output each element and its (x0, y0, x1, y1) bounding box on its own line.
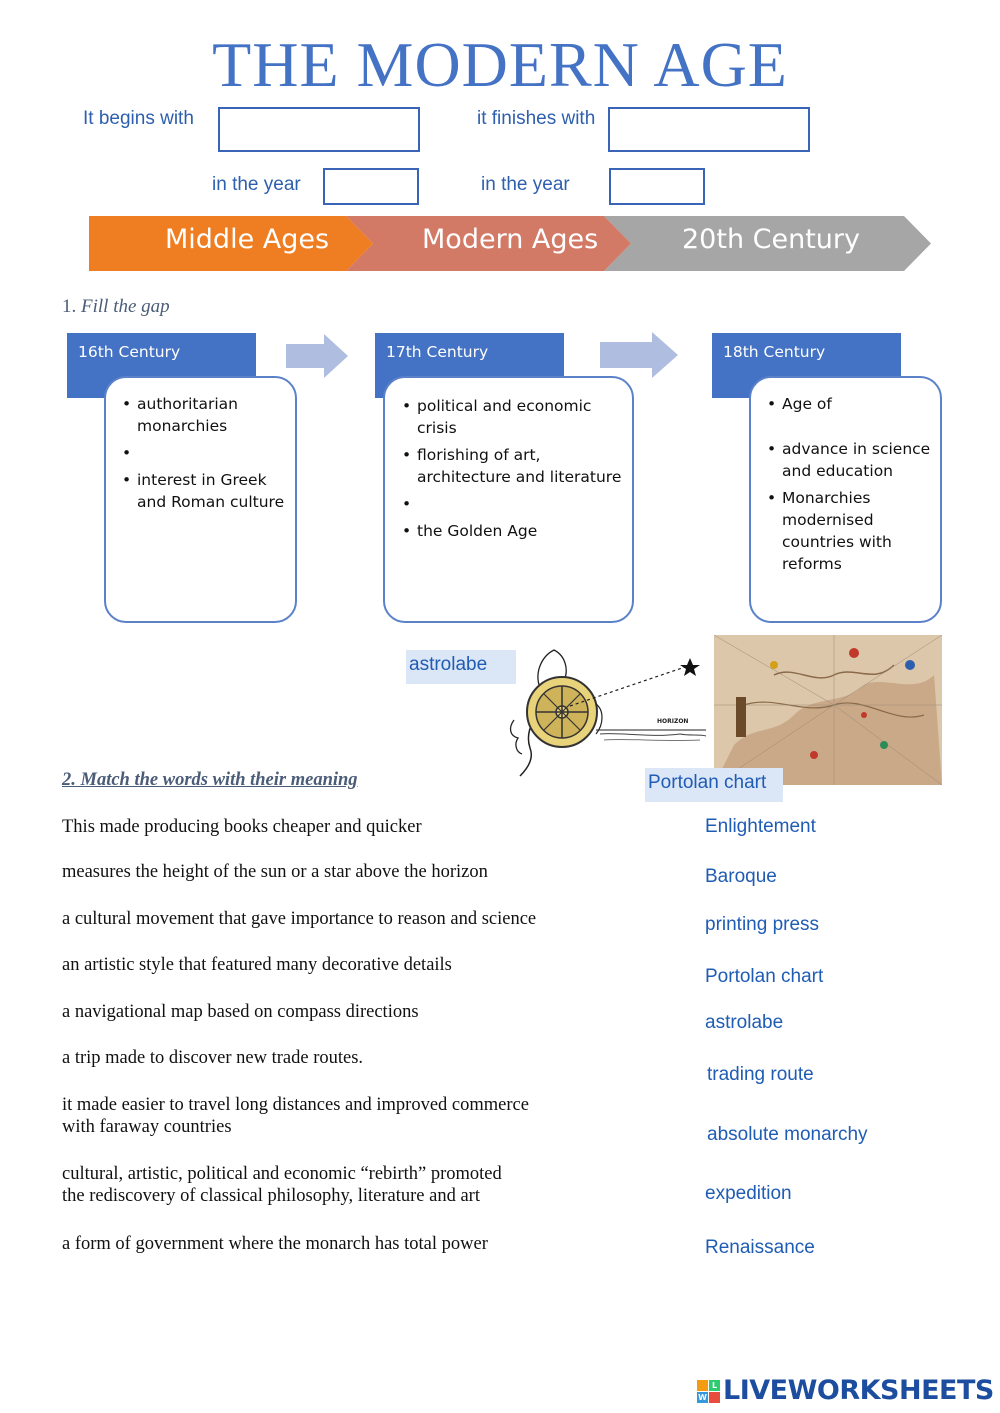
definition-item: it made easier to travel long distances … (62, 1094, 529, 1138)
match-word[interactable]: printing press (705, 914, 819, 936)
begin-year-label: in the year (212, 174, 301, 196)
finishes-with-input[interactable] (608, 107, 810, 152)
liveworksheets-logo-icon: L W (697, 1380, 721, 1404)
list-item: authoritarian monarchies (122, 393, 290, 437)
timeline-item-middle-ages: Middle Ages (165, 224, 329, 255)
begins-with-input[interactable] (218, 107, 420, 152)
portolan-chart-image (714, 635, 942, 785)
timeline: Middle Ages Modern Ages 20th Century (89, 216, 931, 271)
list-item: the Golden Age (402, 520, 628, 542)
exercise2-label: 2. Match the words with their meaning (62, 770, 358, 791)
match-word[interactable]: trading route (707, 1064, 814, 1086)
definition-item: This made producing books cheaper and qu… (62, 816, 422, 838)
list-item-gap[interactable] (402, 493, 628, 515)
match-word[interactable]: astrolabe (705, 1012, 783, 1034)
exercise1-number: 1. (62, 296, 76, 317)
horizon-label: HORIZON (657, 718, 688, 725)
logo-letter-w: W (697, 1392, 708, 1403)
flow-arrow-icon (286, 334, 350, 378)
match-word[interactable]: Enlightement (705, 816, 816, 838)
century-list-18th: Age of advance in science and education … (767, 393, 937, 580)
definition-item: a form of government where the monarch h… (62, 1233, 488, 1255)
portolan-chart-label: Portolan chart (645, 768, 783, 802)
match-word[interactable]: absolute monarchy (707, 1124, 868, 1146)
list-item: political and economic crisis (402, 395, 628, 439)
begin-year-input[interactable] (323, 168, 419, 205)
begins-label: It begins with (83, 108, 194, 130)
match-word[interactable]: Baroque (705, 866, 777, 888)
definition-item: a trip made to discover new trade routes… (62, 1047, 363, 1069)
match-word[interactable]: expedition (705, 1183, 792, 1205)
liveworksheets-brand: LIVEWORKSHEETS (723, 1375, 994, 1406)
logo-letter-l: L (709, 1380, 720, 1391)
definition-item: cultural, artistic, political and econom… (62, 1163, 502, 1207)
page-title: THE MODERN AGE (0, 28, 1000, 102)
finish-year-input[interactable] (609, 168, 705, 205)
definition-item: a cultural movement that gave importance… (62, 908, 536, 930)
century-list-16th: authoritarian monarchies interest in Gre… (122, 393, 290, 518)
match-word[interactable]: Portolan chart (705, 966, 823, 988)
list-item-with-gap[interactable]: Age of (767, 393, 937, 415)
timeline-item-20th-century: 20th Century (682, 224, 860, 255)
definition-item: measures the height of the sun or a star… (62, 861, 488, 883)
portolan-map-drawing (714, 635, 942, 785)
list-item: Monarchies modernised countries with ref… (767, 487, 937, 575)
definition-item: an artistic style that featured many dec… (62, 954, 452, 976)
exercise1-title: Fill the gap (81, 296, 170, 317)
astrolabe-illustration (500, 644, 712, 780)
list-item: florishing of art, architecture and lite… (402, 444, 628, 488)
timeline-item-modern-ages: Modern Ages (422, 224, 598, 255)
list-item-gap[interactable] (122, 442, 290, 464)
finish-year-label: in the year (481, 174, 570, 196)
definition-item: a navigational map based on compass dire… (62, 1001, 419, 1023)
match-word[interactable]: Renaissance (705, 1237, 815, 1259)
flow-arrow-icon (600, 332, 680, 378)
exercise1-label: 1. Fill the gap (62, 296, 170, 318)
list-item: advance in science and education (767, 438, 937, 482)
finishes-label: it finishes with (477, 108, 595, 130)
century-list-17th: political and economic crisis florishing… (402, 395, 628, 547)
list-item: interest in Greek and Roman culture (122, 469, 290, 513)
